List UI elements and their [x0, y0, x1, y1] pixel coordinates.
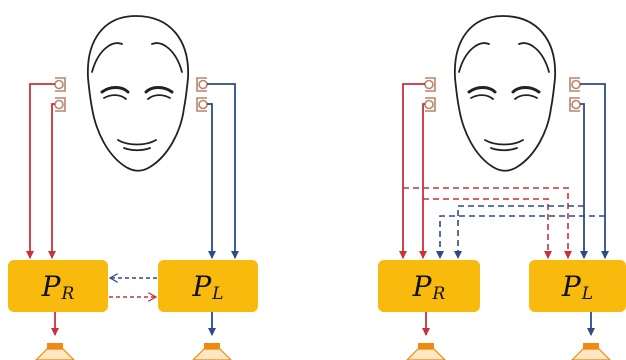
mics-left-ear-left	[196, 77, 208, 112]
cross-blue-inner	[454, 205, 584, 259]
processor-left-right	[529, 260, 626, 312]
wire-right-outer-right	[399, 83, 425, 259]
mics-right-ear-right	[424, 77, 436, 112]
left-panel	[8, 15, 258, 360]
label-pl-left-subscript: L	[212, 284, 224, 304]
label-pr-right-symbol: P	[412, 269, 432, 303]
head-left	[87, 15, 189, 172]
speaker-left-right	[571, 343, 611, 360]
processor-left-left	[158, 260, 258, 312]
wire-right-inner-left	[48, 103, 56, 259]
processor-right-left	[8, 260, 108, 312]
speaker-left-left	[192, 343, 232, 360]
cross-red-outer	[403, 187, 572, 259]
wire-left-inner-left	[207, 103, 216, 259]
label-pl-right-subscript: L	[581, 284, 594, 304]
head-right	[454, 15, 556, 172]
wire-left-outer-left	[207, 83, 239, 259]
label-pr-left-subscript: R	[61, 284, 75, 304]
cross-blue-outer	[436, 215, 605, 259]
label-pr-left-symbol: P	[41, 269, 61, 303]
wire-left-inner-right	[580, 103, 588, 259]
wire-right-inner-right	[419, 103, 427, 259]
label-pr-right-subscript: R	[432, 284, 446, 304]
mics-right-ear-left	[54, 77, 66, 112]
speaker-right-right	[406, 343, 446, 360]
label-pl-left-symbol: P	[192, 269, 212, 303]
right-panel	[378, 15, 626, 360]
processor-right-right	[378, 260, 480, 312]
speaker-right-left	[35, 343, 75, 360]
cross-red-inner	[423, 198, 552, 259]
mics-left-ear-right	[569, 77, 581, 112]
label-pl-right-symbol: P	[561, 269, 581, 303]
wire-right-outer-left	[26, 83, 55, 259]
wire-left-outer-right	[580, 83, 609, 259]
